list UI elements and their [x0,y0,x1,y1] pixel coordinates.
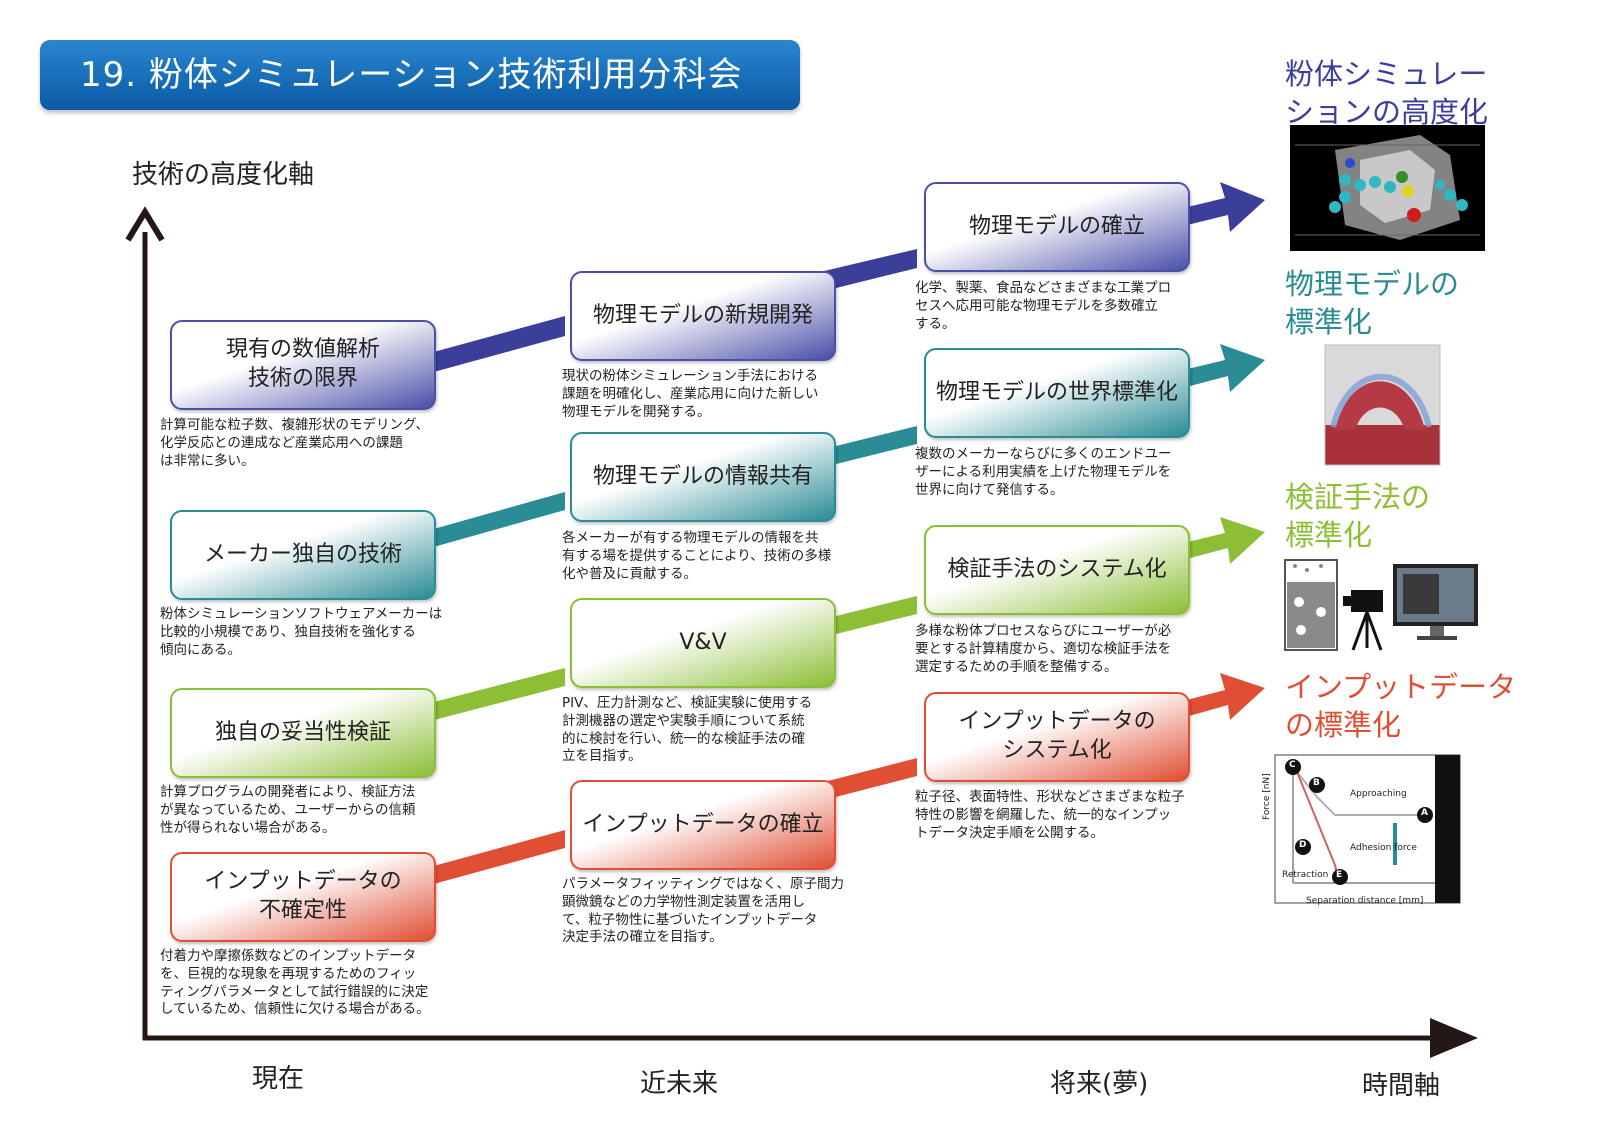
desc-model-world-standard: 複数のメーカーならびに多くのエンドユー ザーによる利用実績を上げた物理モデルを … [915,446,1172,498]
force-plot-point-d: D [1299,840,1307,850]
box-model-world-standard: 物理モデルの世界標準化 [924,348,1190,438]
box-input-systemization: インプットデータの システム化 [924,692,1190,782]
x-axis-label: 時間軸 [1362,1071,1441,1101]
force-plot-xlabel: Separation distance [mm] [1306,896,1424,906]
force-plot-point-a: A [1421,808,1428,818]
y-axis-label: 技術の高度化軸 [132,160,315,190]
box-input-established: インプットデータの確立 [570,780,836,870]
box-model-info-sharing: 物理モデルの情報共有 [570,432,836,522]
desc-current-numerical-limits: 計算可能な粒子数、複雑形状のモデリング、 化学反応との連成など産業応用への課題 … [160,417,430,469]
box-new-physics-model: 物理モデルの新規開発 [570,271,836,361]
box-own-validation: 独自の妥当性検証 [170,688,436,778]
track-band-red [430,673,1265,885]
box-physics-model-established: 物理モデルの確立 [924,182,1190,272]
desc-v-and-v: PIV、圧力計測など、検証実験に使用する 計測機器の選定や実験手順について系統 … [562,695,813,765]
track-band-green [430,517,1265,721]
particle-heap-image [1324,344,1441,466]
desc-vendor-technology: 粉体シミュレーションソフトウェアメーカーは 比較的小規模であり、独自技術を強化す… [160,606,443,658]
force-plot-label-approaching: Approaching [1350,789,1407,799]
x-axis [143,1018,1478,1058]
simulation-3d-image [1290,125,1485,251]
y-axis [125,206,165,1040]
box-vendor-technology: メーカー独自の技術 [170,510,436,600]
phase-near-future: 近未来 [640,1069,719,1099]
outcome-simulation-advancement: 粉体シミュレー ションの高度化 [1285,57,1489,130]
desc-input-uncertainty: 付着力や摩擦係数などのインプットデータ を、巨視的な現象を再現するためのフィッ … [160,948,430,1018]
force-plot-point-b: B [1313,778,1320,788]
box-verification-systemization: 検証手法のシステム化 [924,525,1190,615]
force-curve-image [1274,754,1461,904]
box-current-numerical-limits: 現有の数値解析 技術の限界 [170,320,436,410]
force-plot-point-c: C [1289,760,1296,770]
force-plot-label-adhesion: Adhesion force [1350,843,1417,853]
desc-input-systemization: 粒子径、表面特性、形状などさまざまな粒子 特性の影響を網羅した、統一的なインプッ… [915,789,1185,841]
page-title: 19. 粉体シミュレーション技術利用分科会 [40,40,800,110]
box-input-uncertainty: インプットデータの 不確定性 [170,852,436,942]
outcome-model-standardization: 物理モデルの 標準化 [1285,267,1460,340]
phase-present: 現在 [252,1064,305,1094]
force-plot-label-retraction: Retraction [1282,870,1329,880]
track-band-blue [430,182,1265,373]
phase-future-dream: 将来(夢) [1050,1069,1149,1099]
box-v-and-v: V&V [570,598,836,688]
desc-model-info-sharing: 各メーカーが有する物理モデルの情報を共 有する場を提供することにより、技術の多様… [562,530,832,582]
desc-physics-model-established: 化学、製薬、食品などさまざまな工業プロ セスへ応用可能な物理モデルを多数確立 す… [915,280,1172,332]
force-plot-point-e: E [1336,870,1343,880]
outcome-verification-standardization: 検証手法の 標準化 [1285,480,1431,553]
track-band-teal [430,344,1265,548]
verification-setup-image [1284,559,1478,651]
desc-input-established: パラメータフィッティングではなく、原子間力 顕微鏡などの力学物性測定装置を活用し… [562,876,845,946]
force-plot-ylabel: Force [nN] [1262,773,1272,820]
desc-new-physics-model: 現状の粉体シミュレーション手法における 課題を明確化し、産業応用に向けた新しい … [562,368,819,420]
outcome-input-standardization: インプットデータ の標準化 [1285,670,1517,743]
desc-own-validation: 計算プログラムの開発者により、検証方法 が異なっているため、ユーザーからの信頼 … [160,784,416,836]
desc-verification-systemization: 多様な粉体プロセスならびにユーザーが必 要とする計算精度から、適切な検証手法を … [915,623,1172,675]
